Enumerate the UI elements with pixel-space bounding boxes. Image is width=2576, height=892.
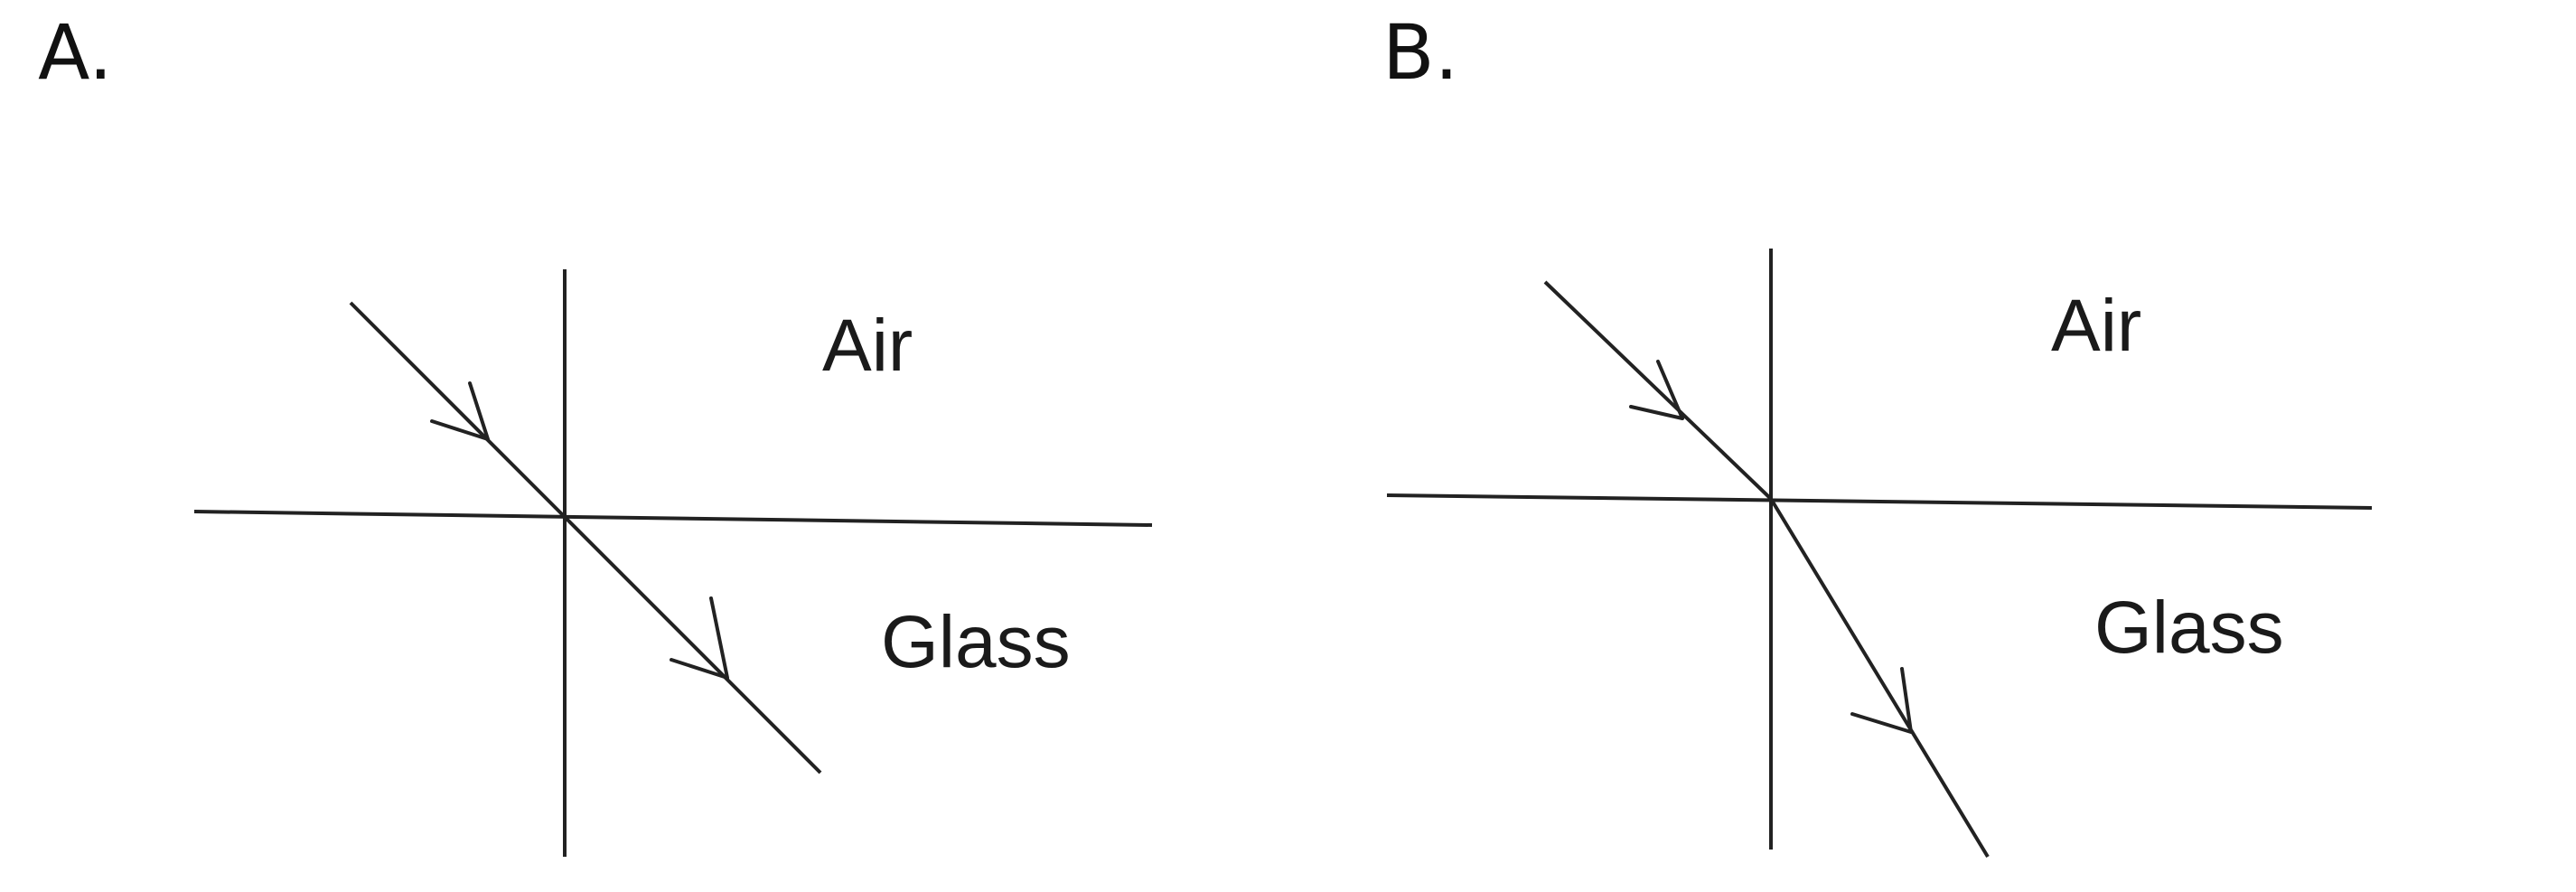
panel-b-diagram: Air Glass xyxy=(1386,249,2373,859)
panel-a-label: A. xyxy=(38,8,113,97)
panel-b-refracted-ray xyxy=(1769,497,1990,859)
panel-a-boundary-line xyxy=(193,510,1153,527)
panel-a-glass-label: Glass xyxy=(881,601,1071,683)
panel-b-label: B. xyxy=(1382,8,1459,97)
panel-b-air-label: Air xyxy=(2051,285,2141,367)
panel-a-refracted-ray xyxy=(563,515,822,775)
panel-b-incident-arrowhead-icon xyxy=(1629,360,1684,420)
panel-a-incident-arrowhead-icon xyxy=(430,381,490,441)
panel-a-diagram: Air Glass xyxy=(193,269,1153,857)
panel-a-air-label: Air xyxy=(822,305,913,387)
panel-b-refracted-arrowhead-icon xyxy=(1850,667,1913,734)
panel-b-glass-label: Glass xyxy=(2094,587,2284,669)
panel-a-refracted-arrowhead-icon xyxy=(670,596,729,680)
panel-a-incident-ray xyxy=(349,301,567,519)
panel-b-incident-ray xyxy=(1543,280,1773,501)
panel-b-boundary-line xyxy=(1386,493,2373,510)
